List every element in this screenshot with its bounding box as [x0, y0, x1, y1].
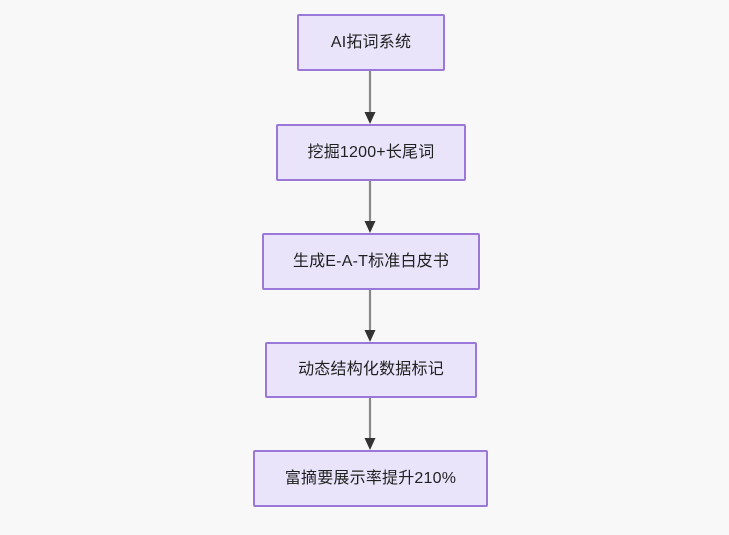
flow-node-n1[interactable]: AI拓词系统: [297, 14, 445, 71]
flow-node-n5[interactable]: 富摘要展示率提升210%: [253, 450, 488, 507]
edge-n1-n2: [363, 71, 377, 124]
flow-node-n4[interactable]: 动态结构化数据标记: [265, 342, 477, 398]
edge-n4-n5: [363, 398, 377, 450]
flow-node-n2[interactable]: 挖掘1200+长尾词: [276, 124, 466, 181]
flow-node-n3[interactable]: 生成E-A-T标准白皮书: [262, 233, 480, 290]
flow-node-label: 挖掘1200+长尾词: [307, 143, 435, 161]
flow-node-label: AI拓词系统: [330, 33, 412, 51]
edge-n3-n4: [363, 290, 377, 342]
flow-node-label: 生成E-A-T标准白皮书: [292, 252, 450, 270]
edge-n2-n3: [363, 181, 377, 233]
flow-node-label: 富摘要展示率提升210%: [284, 469, 457, 487]
flow-node-label: 动态结构化数据标记: [298, 361, 444, 379]
